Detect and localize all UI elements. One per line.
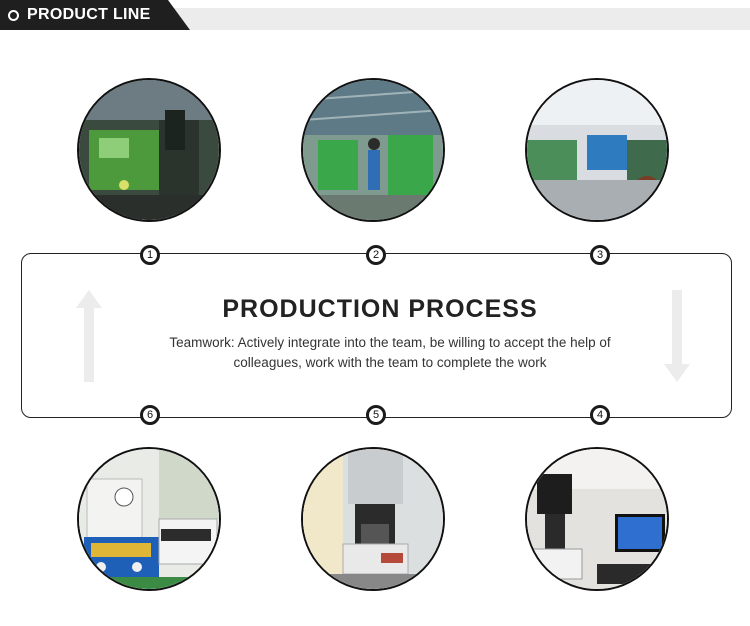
arrow-up-icon bbox=[76, 290, 102, 382]
circle-icon bbox=[8, 10, 19, 21]
photo-hardness-tester bbox=[301, 447, 445, 591]
process-box bbox=[21, 253, 732, 418]
step-marker-5: 5 bbox=[366, 405, 386, 425]
photo-machines-dark bbox=[77, 78, 221, 222]
photo-hall-bright bbox=[525, 78, 669, 222]
step-marker-4: 4 bbox=[590, 405, 610, 425]
process-description: Teamwork: Actively integrate into the te… bbox=[150, 333, 630, 373]
step-marker-2: 2 bbox=[366, 245, 386, 265]
section-title: PRODUCT LINE bbox=[27, 6, 151, 23]
process-title: PRODUCTION PROCESS bbox=[222, 295, 538, 323]
description-line-2: colleagues, work with the team to comple… bbox=[233, 355, 547, 370]
step-marker-6: 6 bbox=[140, 405, 160, 425]
photo-microscope-lab bbox=[525, 447, 669, 591]
header-strip bbox=[150, 8, 750, 30]
photo-workshop-green bbox=[301, 78, 445, 222]
step-marker-1: 1 bbox=[140, 245, 160, 265]
photo-polishing-machine bbox=[77, 447, 221, 591]
description-line-1: Teamwork: Actively integrate into the te… bbox=[169, 335, 611, 350]
step-marker-3: 3 bbox=[590, 245, 610, 265]
header-tab: PRODUCT LINE bbox=[0, 0, 190, 30]
arrow-down-icon bbox=[664, 290, 690, 382]
